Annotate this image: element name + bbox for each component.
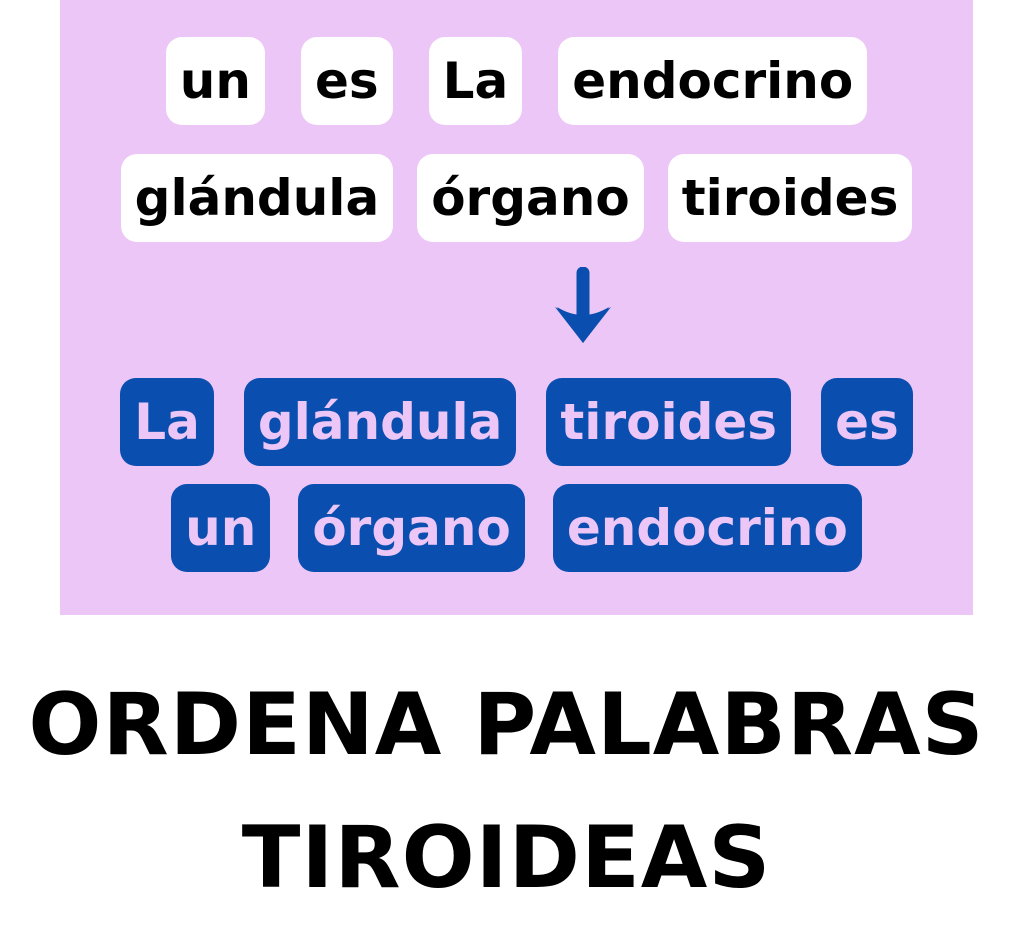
ordered-word-tile: tiroides <box>546 378 792 466</box>
scrambled-word-tile: La <box>428 37 523 125</box>
word-puzzle-panel: un es La endocrino glándula órgano tiroi… <box>60 0 973 615</box>
scrambled-word-tile: tiroides <box>667 154 913 242</box>
ordered-word-tile: endocrino <box>552 484 862 572</box>
ordered-row-2: un órgano endocrino <box>60 484 973 572</box>
scrambled-word-tile: es <box>300 37 393 125</box>
ordered-word-tile: un <box>171 484 271 572</box>
arrow-down-icon <box>555 267 611 343</box>
ordered-word-tile: La <box>120 378 214 466</box>
scrambled-word-tile: endocrino <box>558 37 868 125</box>
ordered-row-1: La glándula tiroides es <box>60 378 973 466</box>
scrambled-word-tile: órgano <box>417 154 644 242</box>
ordered-word-tile: glándula <box>243 378 517 466</box>
scrambled-row-2: glándula órgano tiroides <box>60 154 973 242</box>
ordered-word-tile: es <box>821 378 913 466</box>
scrambled-word-tile: un <box>165 37 265 125</box>
ordered-word-tile: órgano <box>298 484 525 572</box>
title-line-1: ORDENA PALABRAS <box>28 675 985 775</box>
title-line-2: TIROIDEAS <box>241 808 772 908</box>
scrambled-row-1: un es La endocrino <box>60 37 973 125</box>
scrambled-word-tile: glándula <box>120 154 394 242</box>
